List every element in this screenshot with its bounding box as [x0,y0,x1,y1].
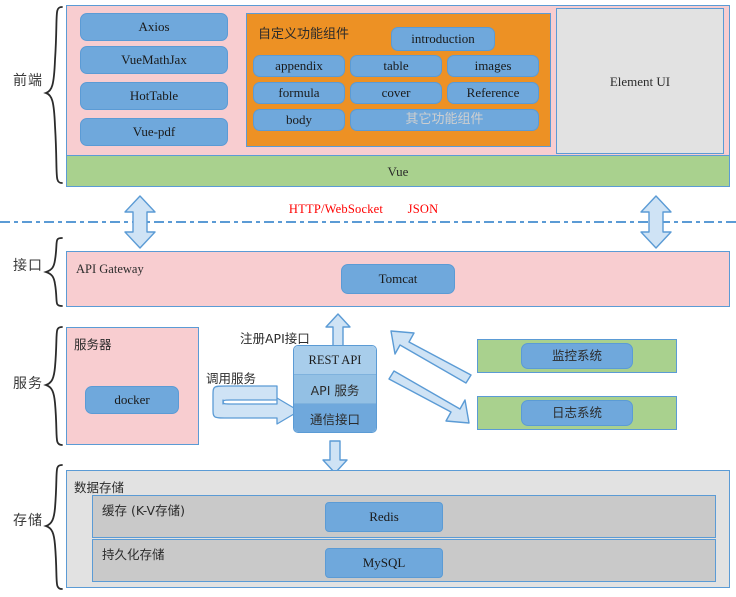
api-gateway-label: API Gateway [76,262,144,276]
format-label: JSON [407,202,439,216]
arrow-down-to-storage [322,440,348,474]
node-introduction[interactable]: introduction [391,27,495,51]
node-other-components[interactable]: 其它功能组件 [350,109,539,131]
server-panel-label: 服务器 [74,337,112,352]
node-api-service-label: API 服务 [310,382,360,398]
node-rest-api[interactable]: REST API [294,346,376,375]
element-ui-label: Element UI [609,73,671,89]
node-monitoring-system-label: 监控系统 [551,348,602,364]
layer-label-service: 服务 [13,376,43,392]
storage-title: 数据存储 [74,480,125,495]
node-axios[interactable]: Axios [80,13,228,41]
layer-label-interface: 接口 [13,258,43,274]
node-rest-api-label: REST API [308,352,362,367]
node-body[interactable]: body [253,109,345,131]
node-vue-pdf[interactable]: Vue-pdf [80,118,228,146]
vue-panel[interactable]: Vue [66,155,730,187]
boundary-dash-line [0,221,736,223]
cache-tier-caption: 缓存 (K-V存储) [102,503,185,518]
vue-label: Vue [387,163,409,179]
layer-label-frontend: 前端 [13,73,43,89]
node-vuemathjax[interactable]: VueMathJax [80,46,228,74]
brace-service [43,325,66,447]
brace-frontend [43,5,66,185]
protocol-label: HTTP/WebSocket [288,202,384,216]
bidirectional-arrow-right [639,195,673,249]
node-hottable[interactable]: HotTable [80,82,228,110]
element-ui-panel[interactable]: Element UI [556,8,724,154]
node-tomcat[interactable]: Tomcat [341,264,455,294]
node-logging-system-label: 日志系统 [551,405,602,421]
arrow-to-logging [385,370,473,429]
node-formula[interactable]: formula [253,82,345,104]
arrow-to-monitoring [385,330,473,384]
node-monitoring-system[interactable]: 监控系统 [521,343,633,369]
node-mysql[interactable]: MySQL [325,548,443,578]
node-docker[interactable]: docker [85,386,179,414]
persistent-tier-caption: 持久化存储 [102,547,165,562]
api-stack: REST API API 服务 通信接口 [293,345,377,433]
node-table[interactable]: table [350,55,442,77]
node-cover[interactable]: cover [350,82,442,104]
node-api-service[interactable]: API 服务 [294,375,376,404]
node-images[interactable]: images [447,55,539,77]
node-appendix[interactable]: appendix [253,55,345,77]
brace-interface [43,236,66,308]
arrow-call-service [205,384,301,426]
layer-label-storage: 存储 [13,513,43,529]
node-comm-interface[interactable]: 通信接口 [294,404,376,432]
node-reference[interactable]: Reference [447,82,539,104]
custom-components-title: 自定义功能组件 [258,27,350,42]
bidirectional-arrow-left [123,195,157,249]
node-logging-system[interactable]: 日志系统 [521,400,633,426]
node-redis[interactable]: Redis [325,502,443,532]
brace-storage [43,463,66,591]
node-comm-interface-label: 通信接口 [309,412,360,427]
register-api-label: 注册API接口 [240,331,310,346]
call-service-label: 调用服务 [206,371,257,386]
